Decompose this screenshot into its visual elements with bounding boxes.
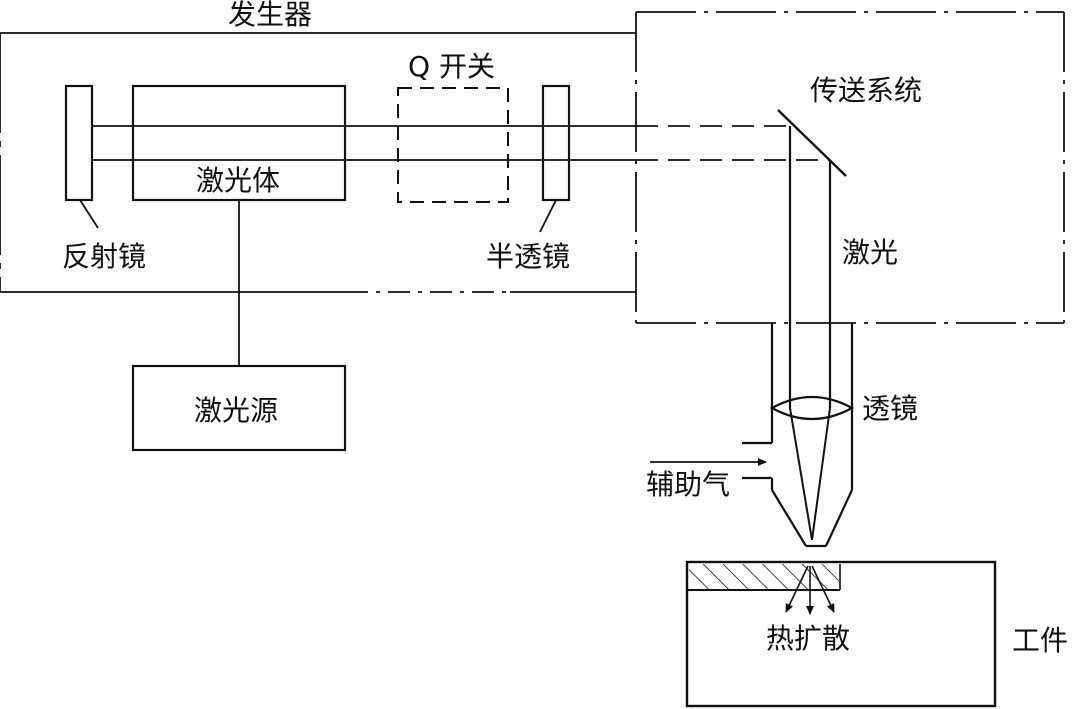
generator-enclosure [0,32,636,293]
q-switch-label: Q 开关 [408,50,495,83]
heat-diffusion-label: 热扩散 [766,622,850,655]
laser-source-box [131,364,347,452]
q-switch-box [397,87,509,203]
focusing-nozzle [742,323,854,548]
reflector-label: 反射镜 [62,240,146,273]
converging-beam [789,407,831,541]
delivery-system-enclosure [635,11,1065,324]
laser-source-label: 激光源 [194,394,278,427]
turning-mirror [777,109,847,177]
reflector-leader [79,199,99,229]
reflector-mirror [64,84,94,202]
laser-label: 激光 [842,236,898,269]
generator-label: 发生器 [228,0,312,31]
delivery-system-label: 传送系统 [810,74,922,107]
workpiece-label: 工件 [1012,624,1068,657]
vertical-laser-beam [788,126,832,408]
half-mirror-label: 半透镜 [486,240,570,273]
heat-diffusion-arrows [785,565,835,615]
lens-shape [769,395,855,421]
lens-label: 透镜 [862,392,918,425]
workpiece-box [685,560,997,708]
half-mirror [541,84,571,202]
assist-gas-label: 辅助气 [646,468,730,501]
laser-body-label: 激光体 [196,164,280,197]
resonator-beam [92,125,830,161]
half-mirror-leader [539,199,557,233]
